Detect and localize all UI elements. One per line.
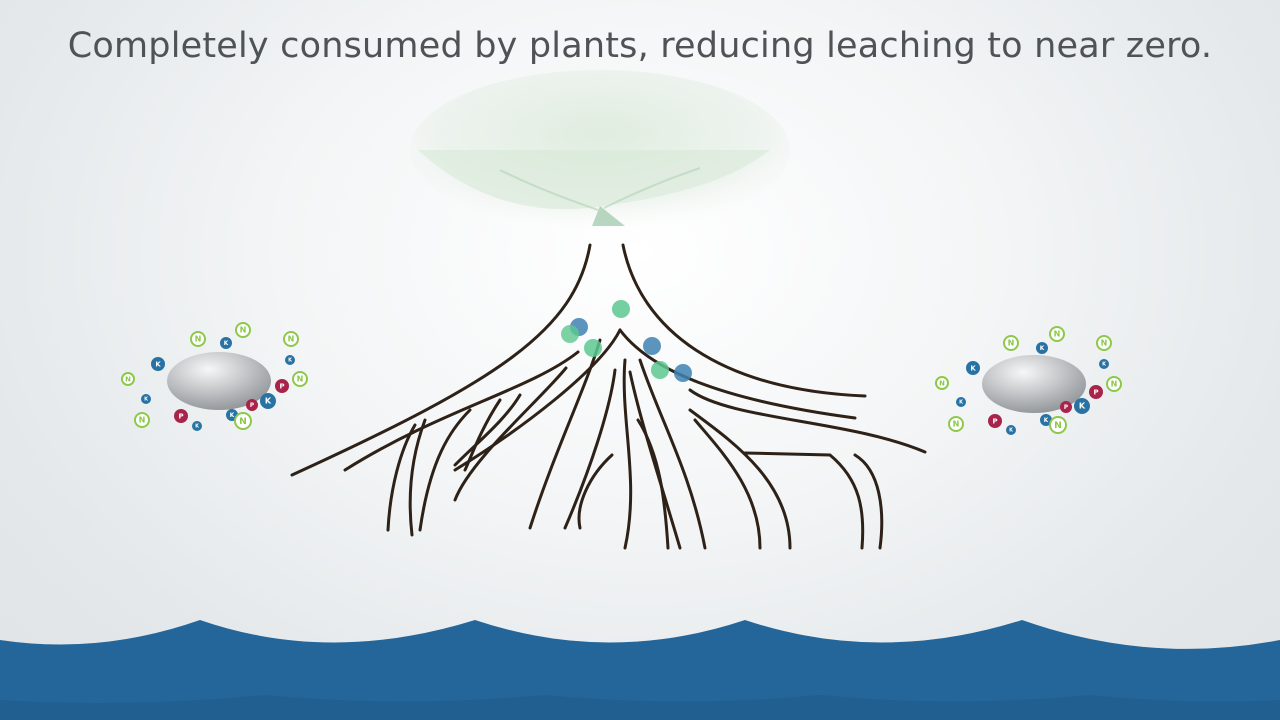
phosphorus-ion-icon: P [174, 409, 188, 423]
potassium-ion-label: K [1102, 362, 1107, 368]
potassium-ion-icon: K [151, 357, 165, 371]
caption-text: Completely consumed by plants, reducing … [67, 26, 1213, 66]
nitrogen-ion-label: N [1111, 380, 1118, 389]
phosphorus-ion-label: P [1064, 405, 1068, 411]
potassium-ion-label: K [1044, 418, 1049, 424]
potassium-ion-label: K [1009, 428, 1014, 434]
nitrogen-ion-icon: N [235, 322, 251, 338]
potassium-ion-icon: K [956, 397, 966, 407]
nitrogen-ion-label: N [195, 335, 202, 344]
potassium-ion-icon: K [1099, 359, 1109, 369]
nitrogen-ion-label: N [288, 335, 295, 344]
potassium-ion-icon: K [1074, 398, 1090, 414]
nitrogen-ion-icon: N [234, 412, 252, 430]
potassium-ion-label: K [265, 397, 272, 406]
potassium-ion-icon: K [1036, 342, 1048, 354]
fertilizer-pellet-icon [167, 352, 271, 410]
nitrogen-ion-label: N [297, 375, 304, 384]
phosphorus-ion-label: P [1093, 388, 1098, 396]
phosphorus-ion-icon: P [246, 399, 258, 411]
absorbed-nutrients [561, 300, 692, 382]
water-wave-icon [0, 620, 1280, 720]
nitrogen-ion-icon: N [935, 376, 949, 390]
potassium-ion-icon: K [1006, 425, 1016, 435]
potassium-ion-icon: K [285, 355, 295, 365]
potassium-ion-label: K [224, 341, 229, 347]
nitrogen-ion-icon: N [1049, 326, 1065, 342]
potassium-ion-icon: K [192, 421, 202, 431]
root-system-icon [290, 243, 927, 550]
nitrogen-ion-label: N [953, 420, 960, 429]
nitrogen-ion-icon: N [1049, 416, 1067, 434]
potassium-ion-label: K [1079, 402, 1086, 411]
nitrogen-ion-icon: N [1096, 335, 1112, 351]
potassium-ion-label: K [959, 400, 964, 406]
potassium-ion-label: K [288, 358, 293, 364]
potassium-ion-label: K [230, 413, 235, 419]
nitrogen-ion-icon: N [283, 331, 299, 347]
fertilizer-pellet-icon [982, 355, 1086, 413]
nitrogen-ion-icon: N [948, 416, 964, 432]
nitrogen-ion-label: N [1054, 330, 1061, 339]
phosphorus-ion-label: P [992, 417, 997, 425]
nitrogen-ion-icon: N [121, 372, 135, 386]
nitrogen-ion-label: N [1054, 420, 1062, 431]
nitrogen-ion-icon: N [1003, 335, 1019, 351]
nitrogen-ion-icon: N [134, 412, 150, 428]
phosphorus-ion-icon: P [988, 414, 1002, 428]
potassium-ion-icon: K [220, 337, 232, 349]
nitrogen-ion-icon: N [1106, 376, 1122, 392]
nitrogen-ion-label: N [139, 416, 146, 425]
potassium-ion-label: K [1040, 346, 1045, 352]
potassium-ion-label: K [155, 360, 161, 368]
nitrogen-ion-label: N [125, 375, 131, 383]
nitrogen-ion-label: N [1101, 339, 1108, 348]
potassium-ion-icon: K [966, 361, 980, 375]
potassium-ion-label: K [144, 397, 149, 403]
potassium-ion-icon: K [1040, 414, 1052, 426]
nitrogen-ion-icon: N [190, 331, 206, 347]
phosphorus-ion-label: P [279, 382, 284, 390]
nitrogen-ion-label: N [240, 326, 247, 335]
nitrogen-ion-label: N [1008, 339, 1015, 348]
potassium-ion-icon: K [260, 393, 276, 409]
potassium-ion-label: K [970, 364, 976, 372]
potassium-ion-label: K [195, 424, 200, 430]
plant-leaf-icon [410, 70, 790, 230]
phosphorus-ion-icon: P [275, 379, 289, 393]
phosphorus-ion-icon: P [1060, 401, 1072, 413]
nitrogen-ion-icon: N [292, 371, 308, 387]
phosphorus-ion-label: P [178, 412, 183, 420]
nitrogen-ion-label: N [239, 416, 247, 427]
nitrogen-ion-label: N [939, 379, 945, 387]
potassium-ion-icon: K [141, 394, 151, 404]
phosphorus-ion-icon: P [1089, 385, 1103, 399]
phosphorus-ion-label: P [250, 403, 254, 409]
